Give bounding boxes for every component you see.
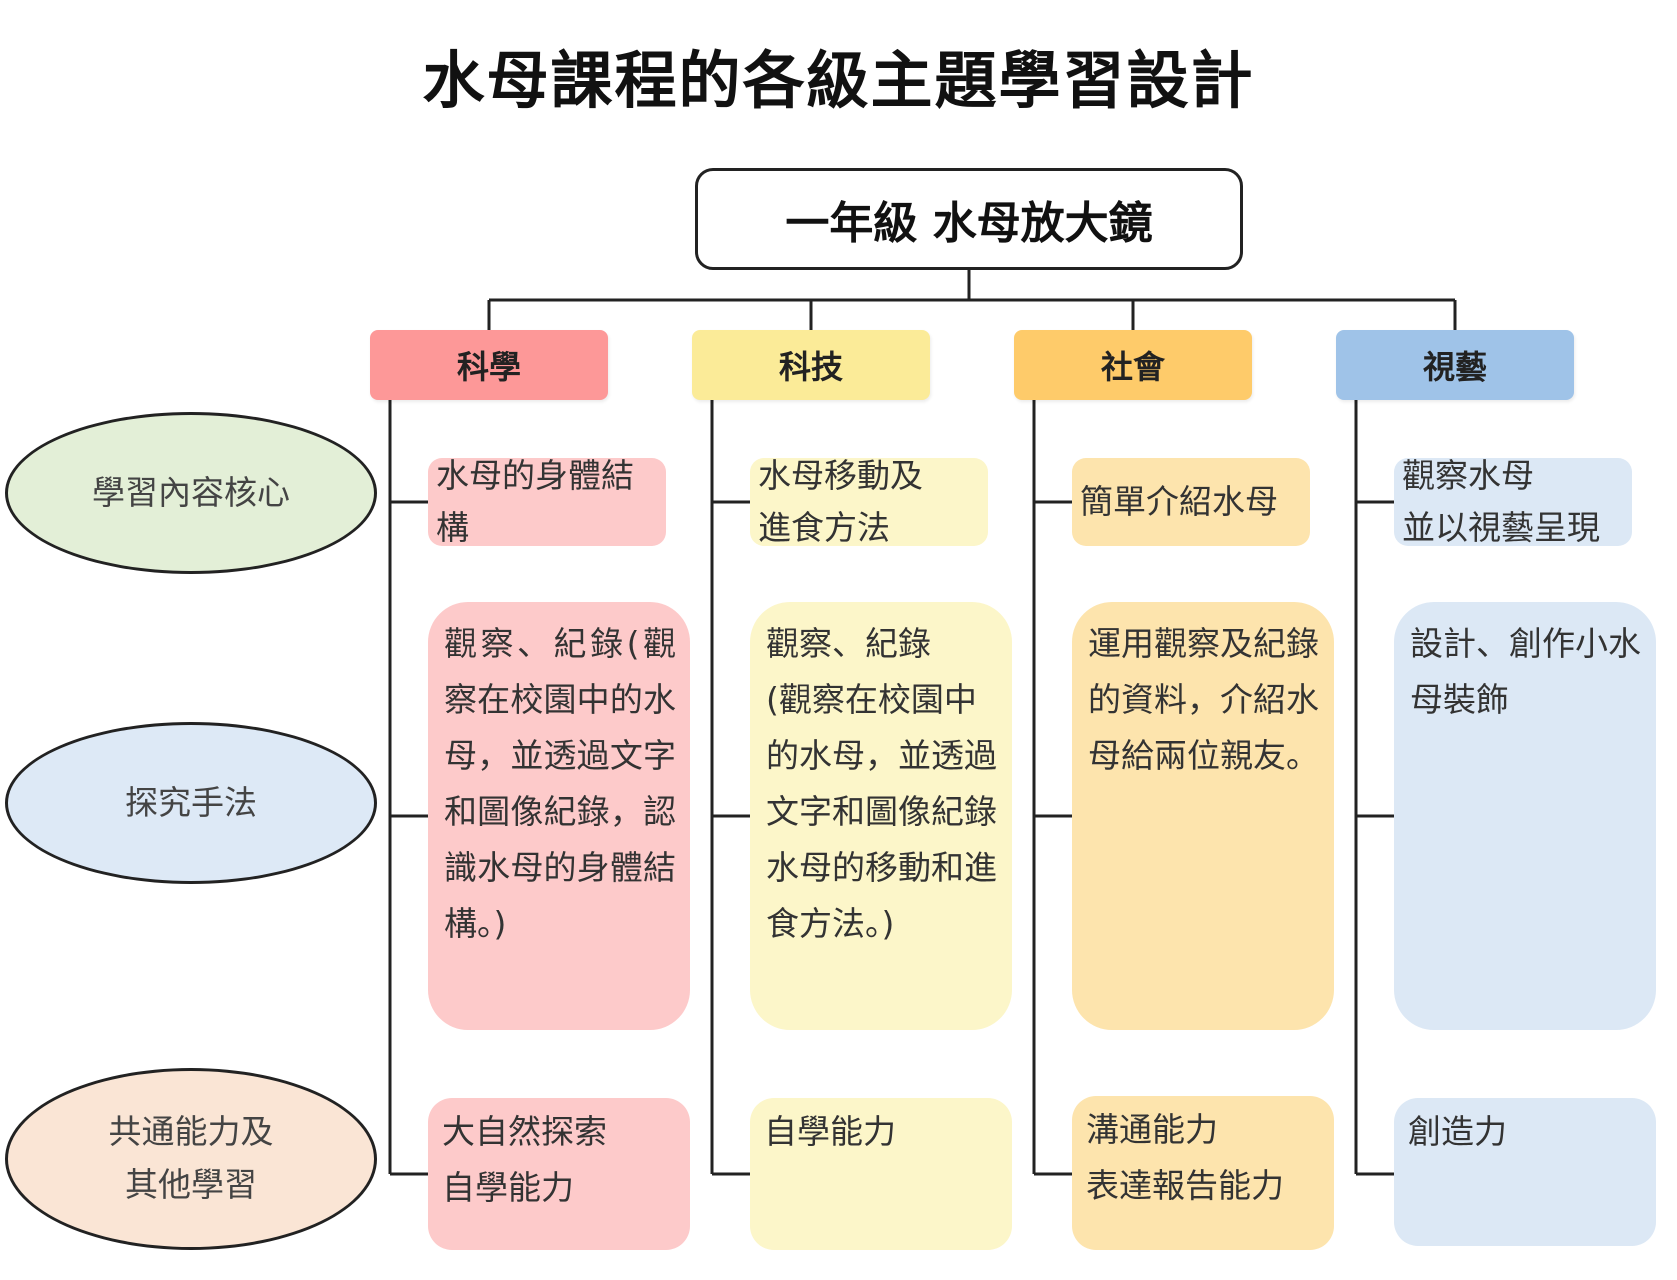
subject-header-2: 科技: [692, 330, 930, 400]
cell-content-4: 觀察水母 並以視藝呈現: [1394, 458, 1632, 546]
subject-header-4: 視藝: [1336, 330, 1574, 400]
cell-ability-3: 溝通能力 表達報告能力: [1072, 1096, 1334, 1250]
row-label-3: 共通能力及 其他學習: [5, 1068, 377, 1250]
cell-content-2: 水母移動及 進食方法: [750, 458, 988, 546]
cell-method-4: 設計、創作小水母裝飾: [1394, 602, 1656, 1030]
cell-method-2: 觀察、紀錄 (觀察在校園中的水母，並透過文字和圖像紀錄水母的移動和進食方法。): [750, 602, 1012, 1030]
row-label-1: 學習內容核心: [5, 412, 377, 574]
page-title: 水母課程的各級主題學習設計: [422, 44, 1255, 117]
root-node: 一年級 水母放大鏡: [695, 168, 1243, 270]
cell-content-1: 水母的身體結構: [428, 458, 666, 546]
row-label-2: 探究手法: [5, 722, 377, 884]
subject-header-1: 科學: [370, 330, 608, 400]
cell-ability-2: 自學能力: [750, 1098, 1012, 1250]
cell-method-3: 運用觀察及紀錄的資料，介紹水母給兩位親友。: [1072, 602, 1334, 1030]
cell-content-3: 簡單介紹水母: [1072, 458, 1310, 546]
cell-ability-1: 大自然探索 自學能力: [428, 1098, 690, 1250]
cell-ability-4: 創造力: [1394, 1098, 1656, 1246]
subject-header-3: 社會: [1014, 330, 1252, 400]
cell-method-1: 觀察、紀錄(觀察在校園中的水母，並透過文字和圖像紀錄，認識水母的身體結構。): [428, 602, 690, 1030]
